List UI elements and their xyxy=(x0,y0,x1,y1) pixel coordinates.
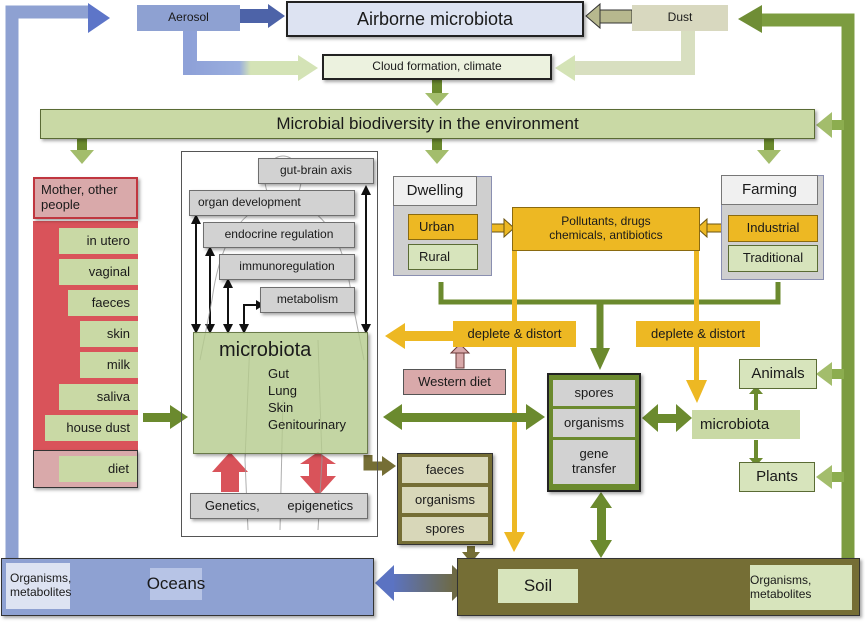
airborne-microbiota-box: Airborne microbiota xyxy=(286,1,584,37)
genetics-label: Genetics, xyxy=(204,497,260,513)
arrowhead-pollutants-soil xyxy=(504,532,525,552)
farming-traditional: Traditional xyxy=(728,245,818,272)
epigenetics-label: epigenetics xyxy=(287,497,354,513)
biodiversity-banner: Microbial biodiversity in the environmen… xyxy=(40,109,815,139)
aerosol-box: Aerosol xyxy=(137,5,240,31)
arrowhead-loop-banner xyxy=(816,112,832,138)
body-microbiota-box: microbiota Gut Lung Skin Genitourinary xyxy=(193,332,368,454)
arrowhead-pollutants-microbiota xyxy=(686,380,707,403)
arrowhead-mother-body xyxy=(170,405,188,429)
body-frame xyxy=(181,151,378,537)
western-diet-box: Western diet xyxy=(403,369,506,395)
body-site-gut: Gut xyxy=(268,366,289,381)
function-organ-development: organ development xyxy=(189,190,355,216)
farming-industrial: Industrial xyxy=(728,215,818,242)
faeces-item-spores: spores xyxy=(402,517,488,541)
function-endocrine-regulation: endocrine regulation xyxy=(203,222,355,248)
epigenetics-down-arrow xyxy=(300,476,336,496)
genetics-box: Genetics, epigenetics xyxy=(190,493,368,519)
dwelling-urban: Urban xyxy=(408,214,478,240)
animals-box: Animals xyxy=(739,359,817,389)
oceans-to-airborne-arrow xyxy=(5,5,90,575)
arrowhead-blue-top xyxy=(88,3,110,33)
center-gene-transfer: gene transfer xyxy=(553,440,635,484)
arrowhead-dust-airborne xyxy=(585,2,601,30)
env-microbiota-box: microbiota xyxy=(692,410,800,439)
arrowhead-soil-oceans xyxy=(375,565,394,601)
soil-to-dust-arrow xyxy=(760,13,855,575)
epigenetics-up-arrow xyxy=(300,452,336,464)
deplete-distort-left: deplete & distort xyxy=(453,321,576,347)
plants-box: Plants xyxy=(739,462,815,492)
mother-item-house-dust: house dust xyxy=(45,415,138,441)
faeces-item-faeces: faeces xyxy=(402,457,488,483)
body-site-genitourinary: Genitourinary xyxy=(268,417,347,432)
mother-item-faeces: faeces xyxy=(68,290,138,316)
arrowhead-dust-cloud xyxy=(555,55,575,81)
soil-sub: Organisms, metabolites xyxy=(750,565,852,610)
deplete-distort-right: deplete & distort xyxy=(636,321,760,347)
arrowhead-to-center-stack xyxy=(590,348,610,370)
arrowhead-aerosol-cloud xyxy=(298,55,318,81)
oceans-sub: Organisms, metabolites xyxy=(6,563,71,609)
function-metabolism: metabolism xyxy=(260,287,355,313)
body-site-skin: Skin xyxy=(268,400,294,415)
oceans-label: Oceans xyxy=(147,568,205,600)
mother-item-skin: skin xyxy=(80,321,138,347)
arrowhead-center-env-microbiota xyxy=(676,404,692,432)
cloud-formation-box: Cloud formation, climate xyxy=(322,54,552,80)
body-microbiota-title: microbiota xyxy=(219,339,312,361)
arrowhead-cloud-banner xyxy=(425,93,449,106)
center-organisms: organisms xyxy=(553,409,635,437)
dust-box: Dust xyxy=(632,5,728,31)
mother-item-saliva: saliva xyxy=(59,384,138,410)
mother-header: Mother, other people xyxy=(33,177,138,219)
farming-title: Farming xyxy=(721,175,818,205)
faeces-item-organisms: organisms xyxy=(402,487,488,513)
mother-item-in-utero: in utero xyxy=(59,228,138,254)
arrowhead-aerosol-airborne xyxy=(268,4,285,28)
mother-item-milk: milk xyxy=(80,352,138,378)
dwelling-rural: Rural xyxy=(408,244,478,270)
pollutants-line2: chemicals, antibiotics xyxy=(549,228,663,242)
body-site-lung: Lung xyxy=(268,383,297,398)
arrowhead-deplete-body xyxy=(385,323,405,349)
function-arrows xyxy=(195,189,367,330)
genetics-up-arrow xyxy=(212,452,248,472)
arrowhead-banner-farming xyxy=(757,150,781,164)
pollutants-box: Pollutants, drugs chemicals, antibiotics xyxy=(512,207,700,251)
arrowhead-body-faeces xyxy=(382,456,396,476)
mother-item-diet: diet xyxy=(59,456,137,482)
arrowhead-banner-mother xyxy=(70,150,94,164)
arrowhead-green-top xyxy=(738,5,762,33)
arrowhead-banner-dwelling xyxy=(425,150,449,164)
arrowhead-body-center xyxy=(526,404,545,430)
soil-label: Soil xyxy=(498,569,578,603)
mother-item-vaginal: vaginal xyxy=(59,259,138,285)
pollutants-line1: Pollutants, drugs xyxy=(561,214,651,229)
function-gut-brain-axis: gut-brain axis xyxy=(258,158,374,184)
function-immunoregulation: immunoregulation xyxy=(219,254,355,280)
dwelling-title: Dwelling xyxy=(393,176,477,206)
arrowhead-center-soil xyxy=(590,540,612,558)
center-spores: spores xyxy=(553,380,635,406)
